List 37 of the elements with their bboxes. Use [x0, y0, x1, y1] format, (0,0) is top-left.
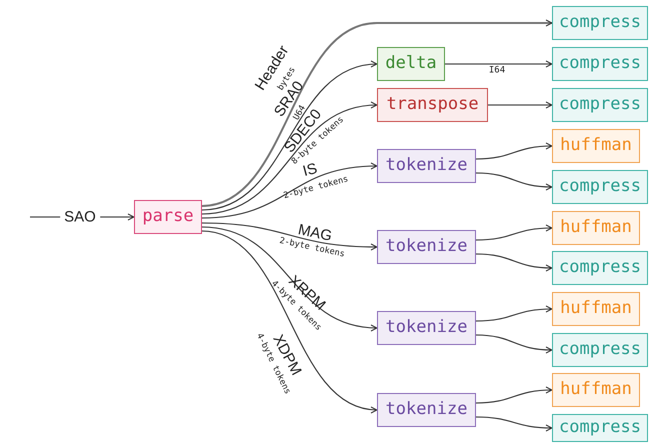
arrow [476, 253, 552, 272]
arrow [202, 162, 378, 219]
process-box: compress [552, 251, 648, 285]
process-box: compress [552, 6, 648, 40]
process-box: huffman [552, 292, 640, 326]
process-box: delta [377, 47, 445, 81]
arrow [202, 102, 378, 215]
process-box: transpose [377, 88, 488, 122]
arrow [202, 20, 552, 207]
process-box: compress [552, 170, 648, 204]
arrow [476, 416, 552, 432]
arrow [476, 142, 552, 160]
arrow [202, 222, 378, 250]
arrow [476, 334, 552, 354]
process-box: parse [134, 200, 202, 234]
process-box: compress [552, 88, 648, 122]
arrow [476, 224, 552, 241]
arrow [476, 386, 552, 404]
process-box: huffman [552, 373, 640, 407]
process-box: compress [552, 333, 648, 367]
arrow [202, 230, 378, 412]
edge-label: SAO [60, 210, 100, 224]
process-box: tokenize [377, 393, 476, 427]
process-box: compress [552, 414, 648, 442]
process-box: tokenize [377, 311, 476, 345]
arrow [202, 226, 378, 331]
arrow [445, 60, 552, 68]
process-box: huffman [552, 129, 640, 163]
process-box: tokenize [377, 230, 476, 264]
process-box: tokenize [377, 149, 476, 183]
process-box: huffman [552, 211, 640, 245]
arrow [476, 306, 552, 322]
arrow [202, 61, 378, 211]
arrow [488, 102, 552, 108]
edge-label: I64 [488, 66, 506, 76]
arrow [476, 172, 552, 190]
process-box: compress [552, 47, 648, 81]
